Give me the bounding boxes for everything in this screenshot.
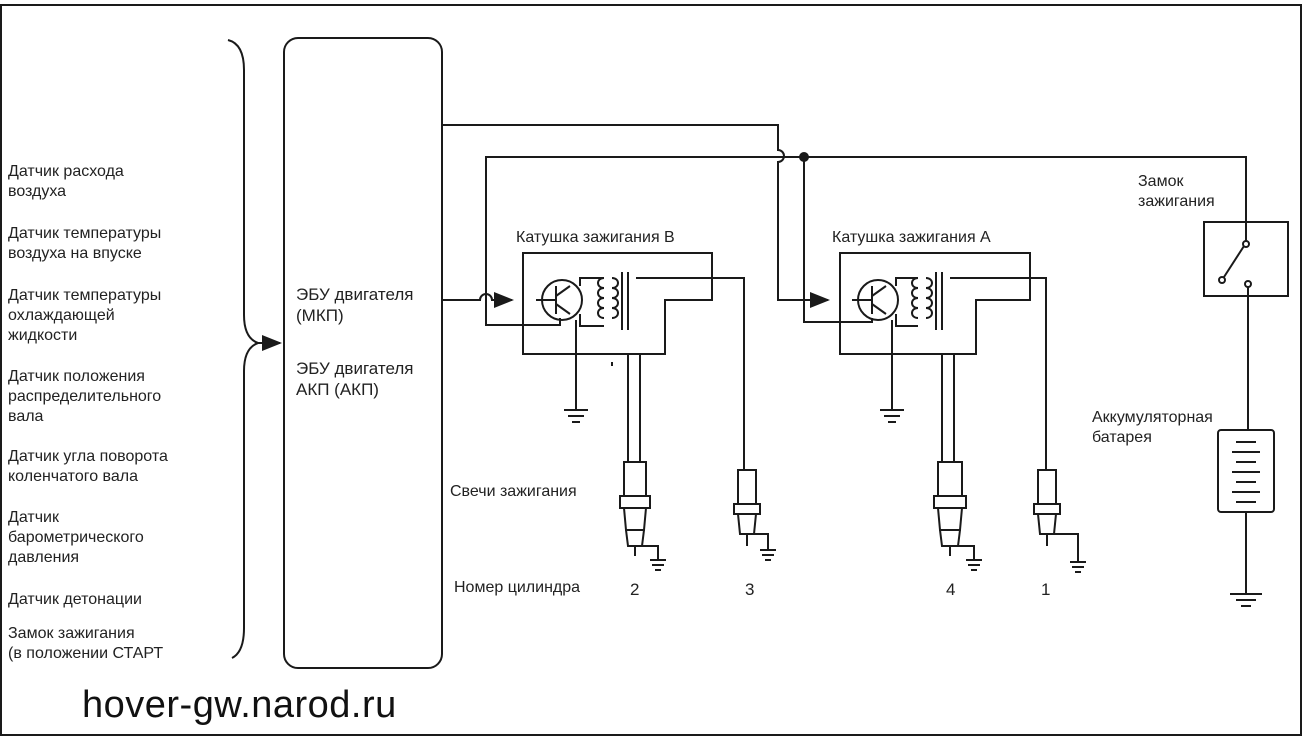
wire-ecu-coil-b (442, 292, 514, 308)
wire-ecu-coil-a (442, 124, 830, 308)
spark-plug-4 (933, 461, 982, 571)
sensor-coolant-temperature: Датчик температуры охлаждающей жидкости (8, 287, 162, 344)
sensor-knock: Датчик детонации (8, 591, 142, 608)
cylinder-number-label: Номер цилиндра (454, 579, 581, 596)
coil-b-windings (597, 272, 629, 330)
sensor-barometric-pressure: Датчик барометрического давления (8, 509, 144, 566)
sensor-crankshaft-angle: Датчик угла поворота коленчатого вала (8, 448, 168, 485)
diagram-frame (0, 4, 1302, 736)
coil-b-label: Катушка зажигания В (516, 229, 675, 246)
spark-plug-2 (619, 461, 666, 571)
cylinder-number-1: 1 (1041, 580, 1051, 599)
sensor-intake-air-temperature: Датчик температуры воздуха на впуске (8, 225, 162, 262)
spark-plug-3 (733, 469, 776, 561)
ecu-box (283, 37, 443, 669)
cylinder-number-4: 4 (946, 580, 956, 599)
coil-b-body (522, 252, 713, 355)
watermark-text: hover-gw.narod.ru (82, 684, 397, 726)
battery-label: Аккумуляторная батарея (1092, 409, 1213, 446)
wire-supply (485, 156, 1247, 326)
sensor-air-flow: Датчик расхода воздуха (8, 163, 124, 200)
spark-plug-1 (1033, 469, 1086, 573)
coil-a-label: Катушка зажигания А (832, 229, 991, 246)
coil-a-body (839, 252, 1031, 355)
cylinder-number-2: 2 (630, 580, 640, 599)
sensor-ignition-switch-start: Замок зажигания (в положении СТАРТ (8, 625, 164, 662)
junction-dot (799, 152, 809, 162)
sensor-brace (227, 39, 261, 659)
cylinder-number-3: 3 (745, 580, 755, 599)
sensor-camshaft-position: Датчик положения распределительного вала (8, 368, 162, 425)
ecu-label-at: ЭБУ двигателя АКП (АКП) (296, 359, 414, 399)
coil-a-windings (911, 272, 943, 330)
ignition-switch-label: Замок зажигания (1138, 173, 1215, 210)
spark-plugs-label: Свечи зажигания (450, 483, 577, 500)
ecu-label-mt: ЭБУ двигателя (МКП) (296, 285, 414, 325)
